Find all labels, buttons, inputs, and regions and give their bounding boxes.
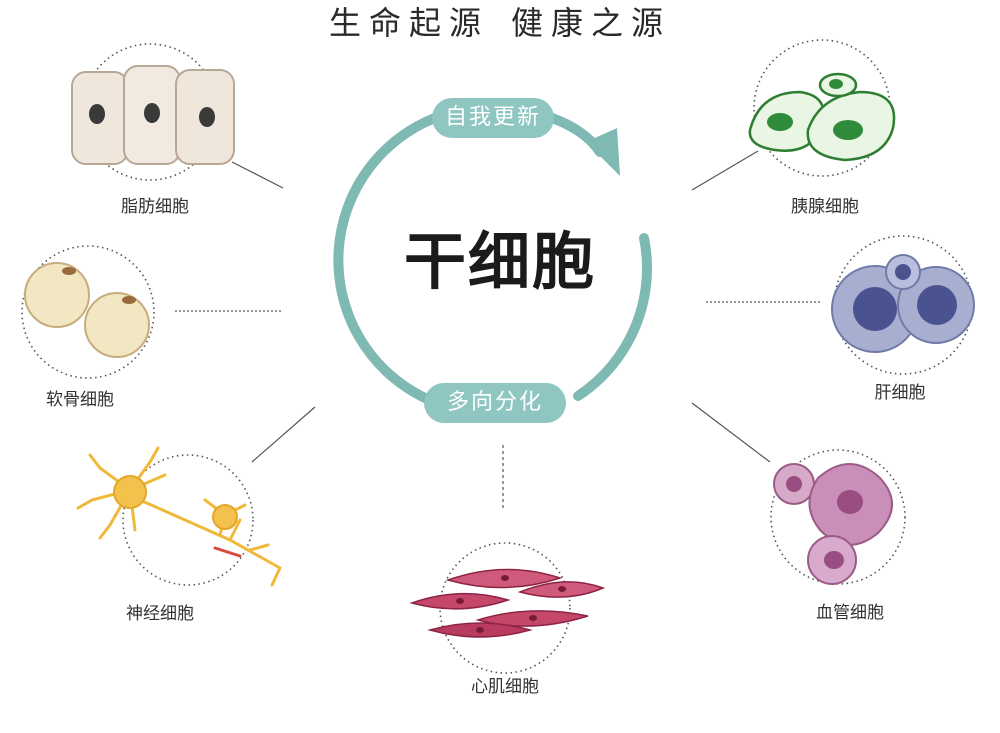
ring-right-arc (573, 233, 652, 401)
connector-fat (231, 161, 284, 189)
page-title: 生命起源健康之源 (0, 0, 1000, 46)
self-renewal-label: 自我更新 (432, 98, 554, 138)
frame-cartilage (21, 245, 155, 379)
cycle-ring (333, 110, 652, 403)
fat-cell-label: 脂肪细胞 (121, 197, 189, 217)
connector-pancreas (691, 150, 759, 191)
ring-left-arc (333, 110, 448, 403)
fat-cell-icon (71, 65, 235, 165)
frame-heart (439, 542, 571, 674)
pancreas-cell-label: 胰腺细胞 (791, 197, 859, 217)
connector-nerve (251, 406, 316, 463)
connector-blood (691, 402, 771, 463)
liver-cell-icon (831, 254, 975, 353)
nerve-cell-label: 神经细胞 (126, 604, 194, 624)
heart-cell-icon (409, 568, 606, 638)
heart-cell-label: 心肌细胞 (471, 677, 539, 697)
blood-vessel-cell-label: 血管细胞 (816, 603, 884, 623)
frame-nerve (122, 454, 254, 586)
pancreas-cell-icon (748, 72, 896, 162)
title-left: 生命起源 (328, 4, 489, 42)
differentiation-label: 多向分化 (424, 383, 566, 423)
blood-vessel-cell-icon (773, 463, 893, 585)
arrow-head-icon (586, 128, 620, 176)
connector-lines (175, 150, 820, 508)
cartilage-cell-label: 软骨细胞 (46, 390, 114, 410)
nerve-cell-icon (76, 446, 282, 587)
title-right: 健康之源 (511, 4, 672, 42)
cartilage-cell-icon (24, 262, 150, 358)
stem-cell-title: 干细胞 (403, 225, 596, 298)
liver-cell-label: 肝细胞 (874, 383, 926, 403)
